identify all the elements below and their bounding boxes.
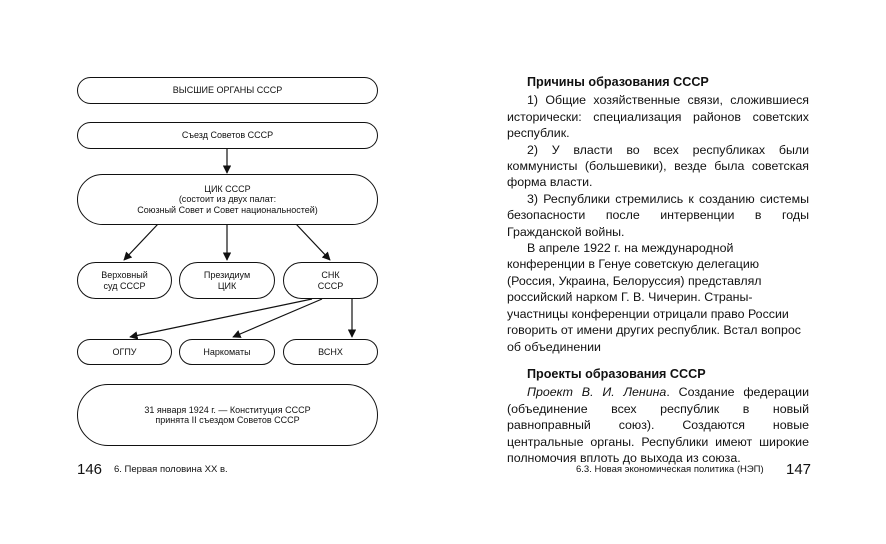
vsnh-box: ВСНХ: [283, 339, 378, 365]
constitution-box: 31 января 1924 г. — Конституция СССР при…: [77, 384, 378, 446]
right-running-head: 6.3. Новая экономическая политика (НЭП): [576, 464, 764, 475]
arrow-snk-to-ogpu: [129, 298, 313, 340]
congress-box: Съезд Советов СССР: [77, 122, 378, 149]
presidium-box: Президиум ЦИК: [179, 262, 275, 299]
supreme-court-box: Верховный суд СССР: [77, 262, 172, 299]
genoa-paragraph: В апреле 1922 г. на международной конфер…: [507, 241, 801, 354]
snk-box: СНК СССР: [283, 262, 378, 299]
ogpu-box: ОГПУ: [77, 339, 172, 365]
left-running-head: 6. Первая половина XX в.: [114, 464, 228, 475]
right-page-number: 147: [786, 461, 812, 478]
arrow-cik-to-snk: [295, 223, 331, 261]
cik-box: ЦИК СССР (состоит из двух палат: Союзный…: [77, 174, 378, 225]
reason-2: 2) У власти во всех республиках были ком…: [507, 142, 809, 190]
lenin-project-label: Проект В. И. Ленина: [527, 385, 667, 400]
reason-3: 3) Республики стремились к созданию сист…: [507, 191, 809, 239]
left-page-number: 146: [77, 461, 103, 478]
top-organs-box: ВЫСШИЕ ОРГАНЫ СССР: [77, 77, 378, 104]
right-page-content: Причины образования СССР 1) Общие хозяйс…: [507, 74, 809, 466]
arrow-cik-to-court: [123, 223, 159, 261]
lenin-project-paragraph: Проект В. И. Ленина. Создание федерации …: [507, 384, 809, 466]
narkomaty-box: Наркоматы: [179, 339, 275, 365]
lenin-project-text: . Создание федерации (объединение всех р…: [507, 385, 810, 465]
section-title-reasons: Причины образования СССР: [527, 75, 709, 89]
reason-1: 1) Общие хозяйственные связи, сложившиес…: [507, 93, 809, 141]
section-title-projects: Проекты образования СССР: [527, 366, 706, 381]
arrow-snk-to-narkomaty: [232, 298, 323, 338]
